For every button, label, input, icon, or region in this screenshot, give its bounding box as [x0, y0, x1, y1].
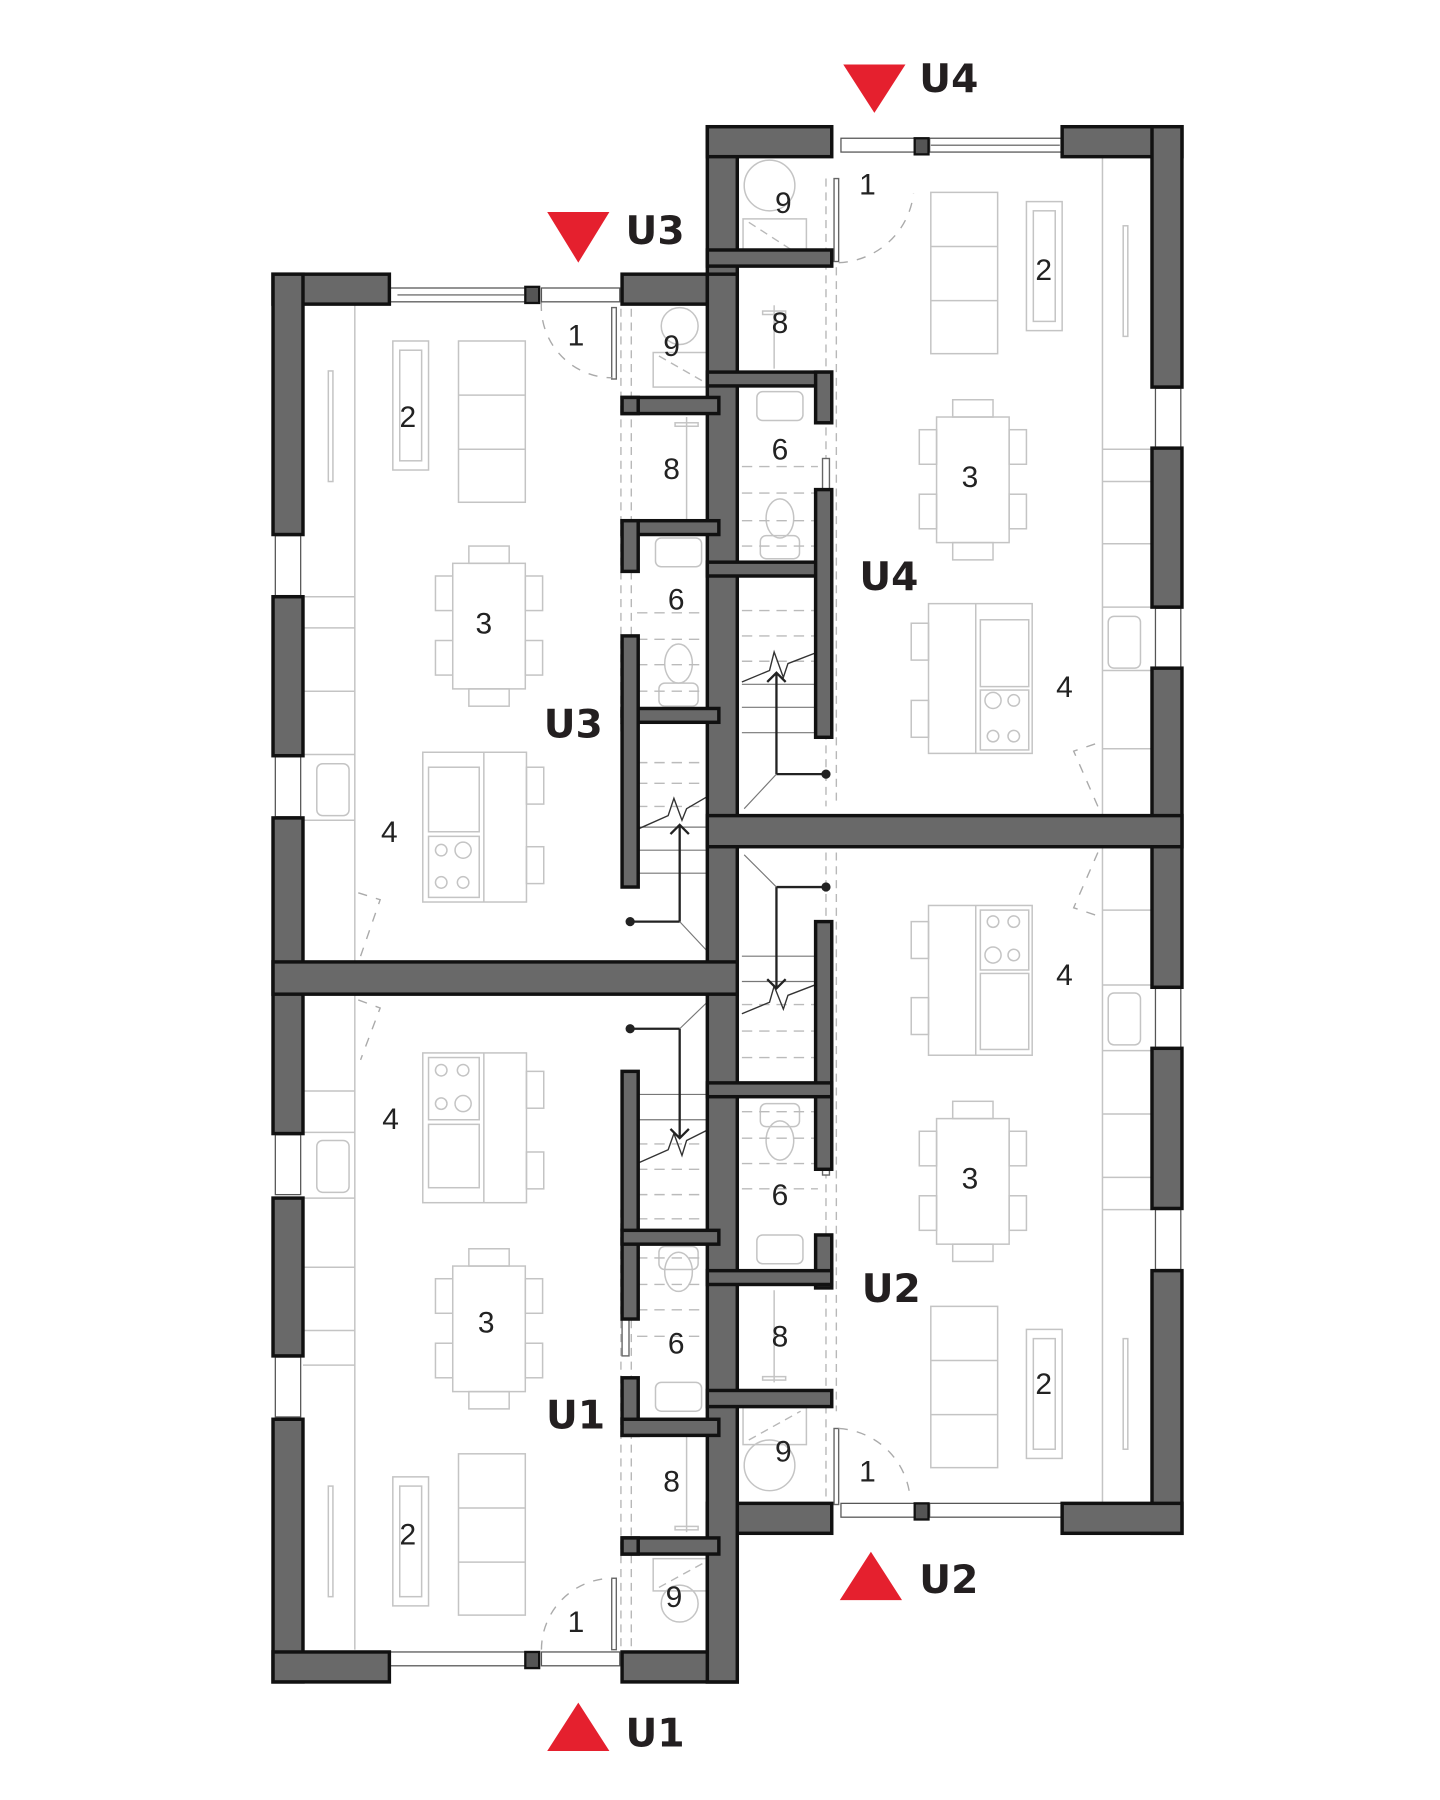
stair-down-arrow-icon	[766, 887, 787, 991]
unit-u1-furniture	[302, 994, 715, 1651]
unit-u1-room-labels: 1 2 3 4 6 8 9 U1	[382, 1103, 684, 1639]
sofa-icon	[457, 1453, 527, 1616]
washer-icon	[743, 1439, 796, 1492]
entry-marker-label: U3	[626, 209, 685, 254]
room-number: 2	[399, 401, 416, 434]
room-number: 4	[382, 1103, 399, 1136]
unit-u4-room-labels: 1 2 3 4 6 8 9 U4	[772, 169, 1073, 704]
room-number: 1	[568, 319, 585, 352]
room-number: 1	[859, 1455, 876, 1488]
kitchen-island-icon	[422, 1052, 528, 1204]
unit-label: U2	[862, 1267, 921, 1312]
room-number: 6	[772, 433, 789, 466]
room-number: 8	[663, 1466, 680, 1499]
sink-icon	[1107, 992, 1142, 1046]
unit-u3-furniture	[302, 301, 715, 962]
sink-icon	[654, 1381, 703, 1412]
entry-triangle-up-icon	[839, 1551, 903, 1601]
toilet-icon	[663, 1251, 694, 1293]
room-number: 9	[775, 1436, 792, 1469]
room-number: 2	[1035, 254, 1052, 287]
washer-icon	[660, 306, 699, 346]
room-number: 2	[399, 1519, 416, 1552]
cooktop-icon	[427, 1056, 480, 1121]
sink-icon	[756, 390, 804, 422]
sink-icon	[316, 763, 350, 817]
washer-icon	[660, 1584, 699, 1623]
walls	[271, 124, 1184, 1684]
stair-up-arrow-icon	[669, 823, 690, 922]
room-number: 6	[668, 1327, 685, 1360]
sink-icon	[316, 1139, 350, 1194]
entry-marker-label: U4	[919, 57, 978, 102]
entry-triangle-down-icon	[547, 211, 610, 263]
room-number: 2	[1035, 1368, 1052, 1401]
room-number: 9	[775, 187, 792, 220]
room-number: 1	[568, 1606, 585, 1639]
sink-icon	[1107, 615, 1142, 669]
stair-down-arrow-icon	[669, 1028, 690, 1140]
unit-u2-furniture	[741, 846, 1154, 1506]
room-number: 1	[859, 169, 876, 202]
room-number: 4	[381, 816, 398, 849]
unit-u4-stair	[741, 609, 831, 810]
sofa-icon	[930, 1305, 999, 1469]
toilet-icon	[765, 1120, 795, 1161]
cooktop-icon	[427, 835, 480, 899]
entry-marker-u3: U3	[547, 209, 685, 263]
room-number: 8	[663, 453, 680, 486]
room-number: 4	[1056, 671, 1073, 704]
room-number: 6	[668, 583, 685, 616]
room-number: 3	[476, 607, 493, 640]
sofa-icon	[930, 191, 999, 355]
unit-label: U1	[546, 1393, 605, 1438]
room-number: 9	[666, 1581, 683, 1614]
kitchen-island-icon	[927, 904, 1033, 1056]
room-number: 3	[478, 1307, 495, 1340]
entry-triangle-down-icon	[843, 64, 906, 113]
unit-u2-stair	[741, 854, 831, 1059]
room-number: 3	[962, 461, 979, 494]
cooktop-icon	[979, 909, 1030, 971]
entry-marker-u2: U2	[839, 1551, 978, 1603]
sink-icon	[654, 537, 703, 568]
sink-icon	[756, 1234, 804, 1265]
entry-marker-label: U2	[919, 1558, 978, 1603]
entry-marker-u1: U1	[547, 1702, 685, 1756]
stair-up-arrow-icon	[766, 671, 787, 775]
room-number: 6	[772, 1179, 789, 1212]
unit-u2-room-labels: 1 2 3 4 6 8 9 U2	[772, 959, 1073, 1489]
room-number: 4	[1056, 959, 1073, 992]
kitchen-island-icon	[927, 602, 1033, 755]
entry-marker-u4: U4	[843, 57, 978, 113]
toilet-icon	[663, 643, 694, 684]
room-number: 9	[663, 330, 680, 363]
sofa-icon	[457, 340, 527, 504]
entry-marker-label: U1	[626, 1711, 685, 1756]
unit-label: U3	[544, 702, 603, 747]
unit-u3-room-labels: 1 2 3 4 6 8 9 U3	[381, 319, 685, 849]
unit-label: U4	[859, 555, 918, 600]
cooktop-icon	[979, 689, 1030, 751]
entry-triangle-up-icon	[547, 1702, 610, 1752]
room-number: 8	[772, 307, 789, 340]
washer-icon	[743, 159, 796, 212]
toilet-icon	[765, 498, 795, 539]
windows	[274, 137, 1182, 1667]
room-number: 3	[962, 1163, 979, 1196]
room-number: 8	[772, 1321, 789, 1354]
kitchen-island-icon	[422, 751, 528, 903]
